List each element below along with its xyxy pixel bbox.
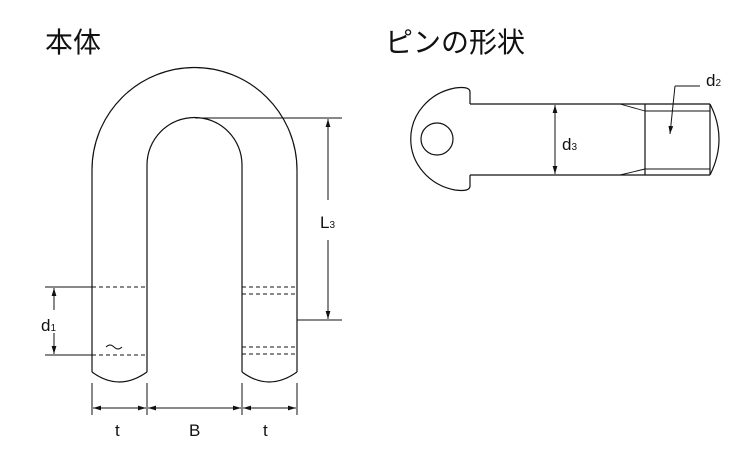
- break-mark: [105, 344, 123, 350]
- dimension-bottom: [91, 383, 298, 415]
- label-d2: d2: [706, 71, 721, 90]
- dimension-L3: [195, 117, 342, 321]
- label-t-left: t: [115, 421, 120, 440]
- label-B: B: [189, 421, 200, 440]
- label-t-right: t: [263, 421, 268, 440]
- label-d3: d3: [562, 135, 577, 154]
- leader-d2: [668, 85, 700, 135]
- label-d1: d1: [41, 316, 56, 335]
- shackle-body: [91, 66, 298, 383]
- title-body: 本体: [45, 26, 101, 59]
- pin-hole: [420, 122, 454, 156]
- title-pin-shape: ピンの形状: [385, 26, 525, 59]
- dimension-d1: [45, 286, 92, 356]
- pin-drawing: [410, 86, 720, 192]
- label-L3: L3: [320, 213, 335, 232]
